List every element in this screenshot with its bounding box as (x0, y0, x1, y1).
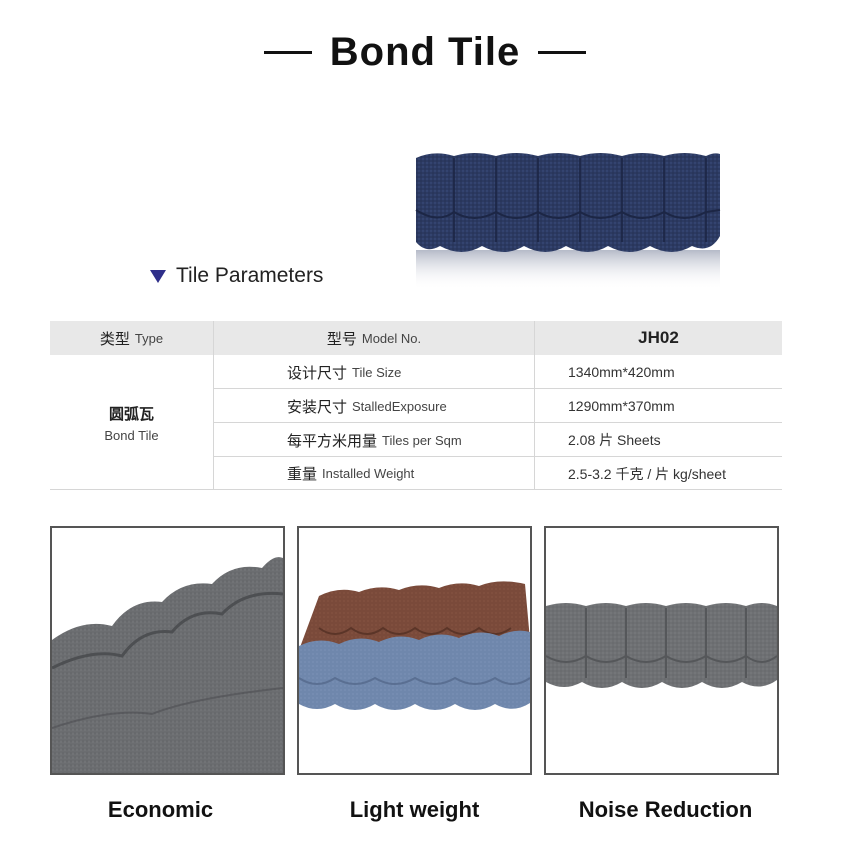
table-row-label: 重量 Installed Weight (287, 457, 414, 490)
title-left-dash (263, 50, 312, 54)
feature-label-economic: Economic (107, 797, 214, 822)
table-divider (213, 321, 214, 490)
triangle-down-icon (150, 269, 166, 283)
table-row-label: 设计尺寸 Tile Size (287, 355, 401, 389)
parameters-table: 类型 Type 型号 Model No. JH02 圆弧瓦 Bond Tile … (50, 321, 782, 490)
table-header-row (50, 321, 782, 355)
row-label-en: Tiles per Sqm (382, 432, 462, 448)
row-label-en: Installed Weight (322, 466, 415, 481)
table-divider (50, 489, 782, 490)
header-model-en: Model No. (361, 330, 422, 346)
product-hero-image (414, 150, 722, 290)
section-heading: Tile Parameters (150, 264, 323, 288)
feature-card-noise-reduction (544, 526, 779, 775)
category-en: Bond Tile (104, 427, 159, 443)
row-label-cn: 设计尺寸 (287, 364, 348, 382)
table-divider (214, 388, 782, 389)
table-divider (214, 422, 782, 423)
table-divider (214, 456, 782, 457)
row-label-en: Tile Size (352, 364, 402, 380)
title-right-dash (538, 50, 587, 54)
header-model: 型号 Model No. (214, 321, 534, 355)
table-row-value: 1340mm*420mm (568, 364, 675, 380)
feature-card-light-weight (297, 526, 532, 775)
page-title: Bond Tile (329, 29, 521, 74)
header-model-cn: 型号 (326, 330, 357, 348)
table-row-value: 2.5-3.2 千克 / 片 kg/sheet (568, 465, 726, 482)
feature-label-noise-reduction: Noise Reduction (578, 797, 753, 822)
row-label-cn: 重量 (287, 466, 318, 483)
feature-card-economic (50, 526, 285, 775)
category-cell: 圆弧瓦 Bond Tile (50, 355, 213, 490)
feature-label-light-weight: Light weight (349, 797, 480, 822)
table-divider (534, 321, 535, 490)
table-row-label: 安装尺寸 StalledExposure (287, 389, 447, 423)
page-header: Bond Tile (0, 26, 850, 78)
header-type: 类型 Type (50, 321, 213, 355)
header-model-value: JH02 (638, 328, 679, 347)
row-label-en: StalledExposure (352, 398, 447, 414)
header-type-cn: 类型 (99, 330, 130, 348)
section-label: Tile Parameters (176, 264, 324, 287)
category-cn: 圆弧瓦 (108, 405, 154, 423)
table-row-value: 1290mm*370mm (568, 398, 675, 414)
table-row-value: 2.08 片 Sheets (568, 432, 661, 448)
row-label-cn: 每平方米用量 (287, 432, 378, 450)
row-label-cn: 安装尺寸 (287, 398, 348, 416)
header-type-en: Type (134, 330, 164, 346)
table-row-label: 每平方米用量 Tiles per Sqm (287, 423, 462, 457)
